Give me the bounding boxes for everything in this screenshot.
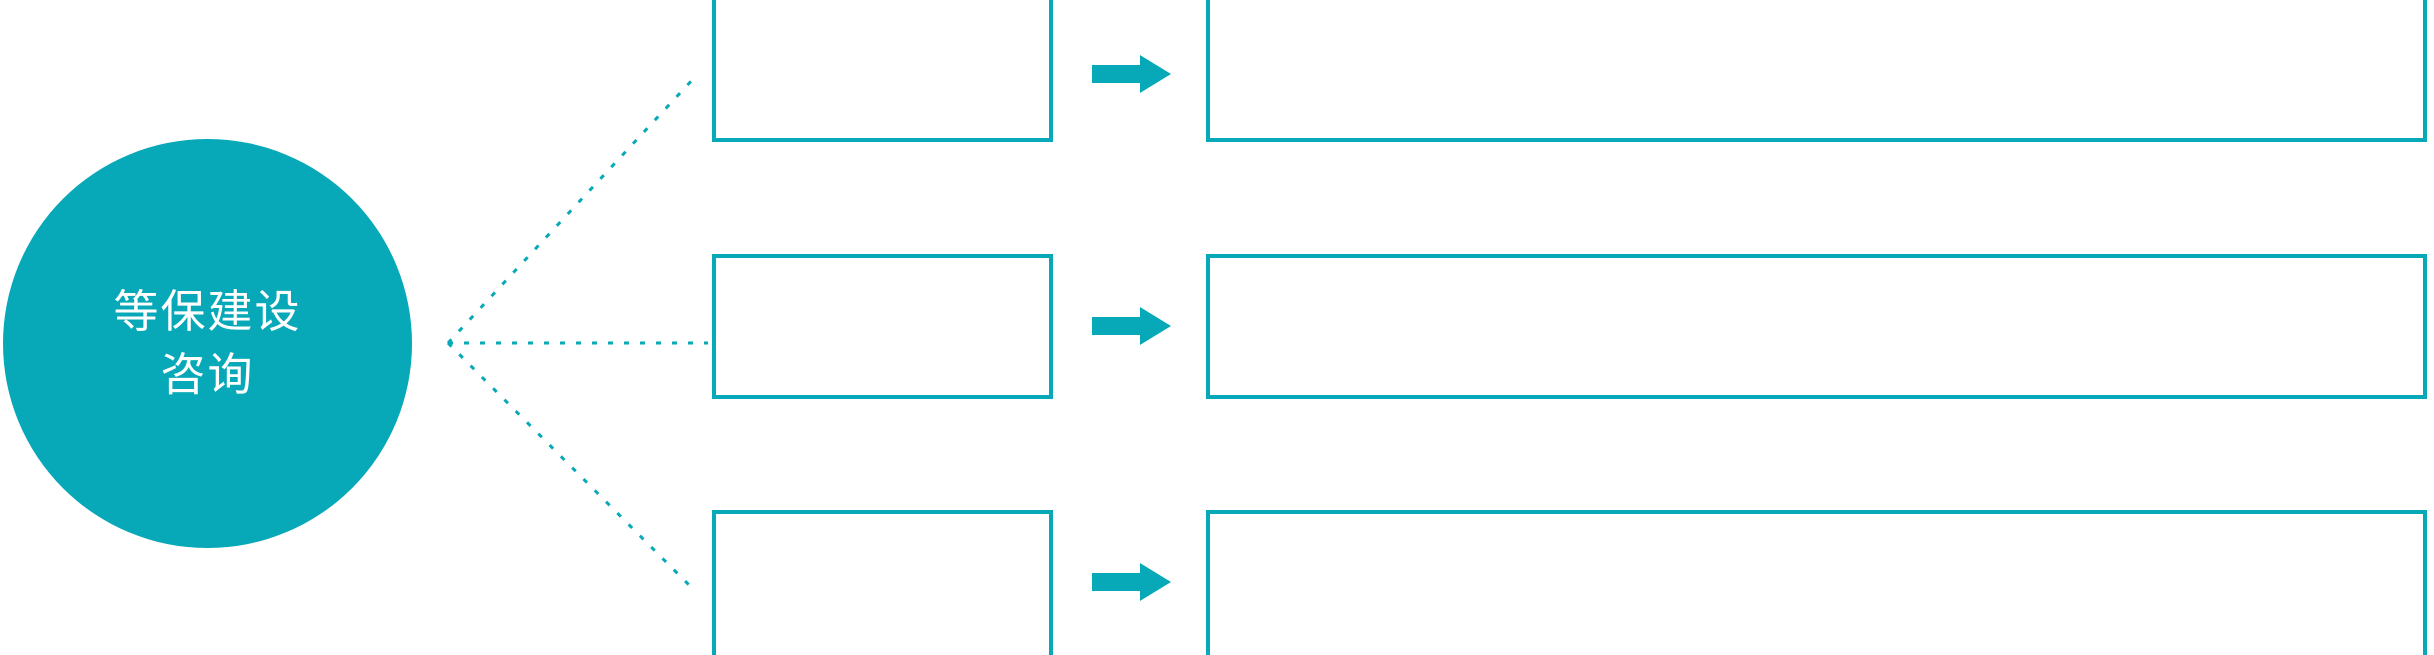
right-arrow-icon-1 <box>1092 55 1171 93</box>
connector-line-top <box>446 76 696 345</box>
detail-box-1[interactable] <box>1206 0 2427 142</box>
detail-box-3[interactable] <box>1206 510 2427 655</box>
right-arrow-icon-2 <box>1092 307 1171 345</box>
right-arrow-icon-3 <box>1092 563 1171 601</box>
connector-line-bottom <box>446 341 696 592</box>
detail-box-2[interactable] <box>1206 254 2427 399</box>
stage-box-2[interactable] <box>712 254 1053 399</box>
stage-box-1[interactable] <box>712 0 1053 142</box>
hub-title-line-1: 等保建设 <box>113 286 302 338</box>
stage-box-3[interactable] <box>712 510 1053 655</box>
hub-title-line-2: 咨询 <box>160 348 255 400</box>
hub-circle[interactable]: 等保建设 咨询 <box>3 139 412 548</box>
